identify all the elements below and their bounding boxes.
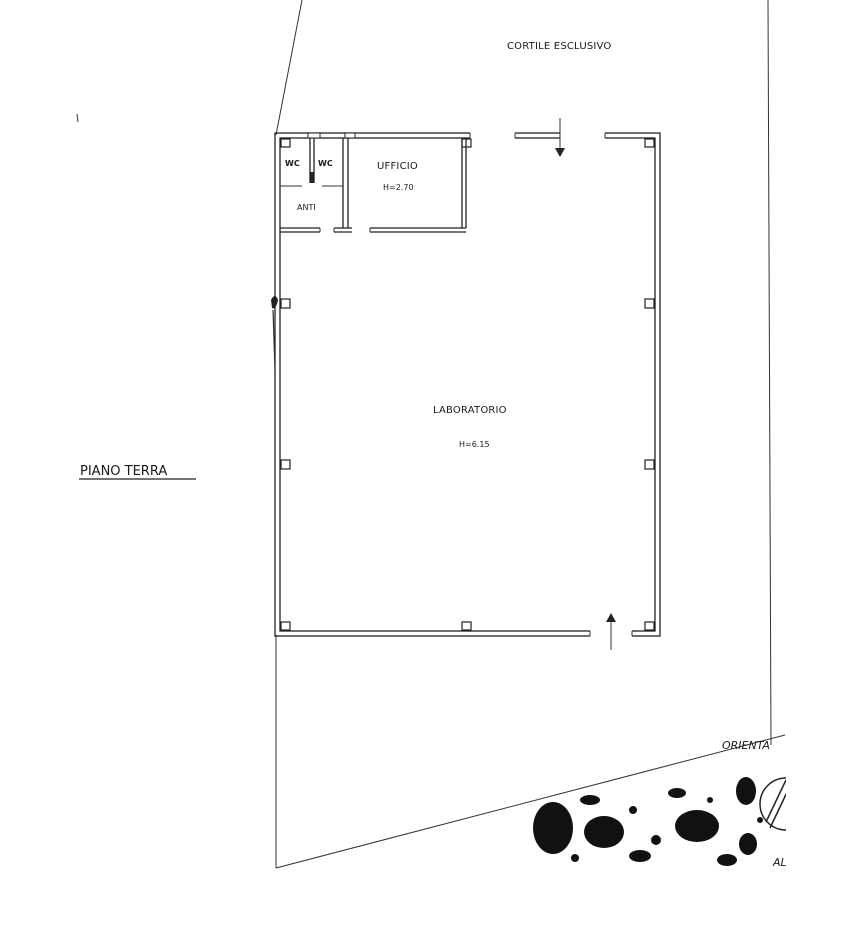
wall-smudge <box>271 296 278 309</box>
wc1-label: WC <box>285 159 300 168</box>
service-partitions <box>280 138 467 233</box>
anti-label: ANTI <box>297 203 316 212</box>
office-name: UFFICIO <box>377 161 418 172</box>
lab-height: H=6.15 <box>459 440 490 449</box>
top-wall-ticks <box>307 132 356 139</box>
wc2-label: WC <box>318 159 333 168</box>
scan-blots <box>533 777 763 866</box>
wall-scribble <box>272 309 276 371</box>
building-walls <box>274 132 661 637</box>
entrance-arrow-top <box>555 118 565 157</box>
lot-boundary <box>275 0 786 869</box>
lab-name: LABORATORIO <box>433 405 507 416</box>
crop-edge <box>786 0 842 940</box>
pillars <box>280 138 655 631</box>
orientation-label: ORIENTA <box>722 739 770 752</box>
entrance-arrow-bottom <box>606 613 616 650</box>
floor-title: PIANO TERRA <box>80 464 167 479</box>
stray-mark <box>76 113 79 123</box>
office-height: H=2.70 <box>383 183 414 192</box>
courtyard-label: CORTILE ESCLUSIVO <box>507 41 611 52</box>
